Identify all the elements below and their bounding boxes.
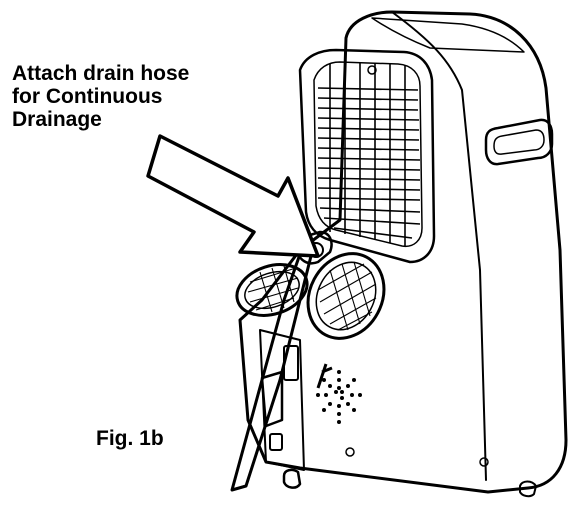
exhaust-port-left-inner <box>244 270 300 310</box>
screw-3 <box>345 447 355 457</box>
grille-frame <box>298 48 436 264</box>
lower-panel <box>259 329 305 471</box>
callout-text: Attach drain hose for Continuous Drainag… <box>12 62 302 131</box>
front-caster <box>519 480 537 498</box>
drain-hose <box>230 250 314 492</box>
top-panel-edge <box>391 11 487 481</box>
screw-1 <box>367 65 377 75</box>
exhaust-port-right <box>306 252 386 340</box>
callout-line-1: Attach drain hose <box>12 62 190 85</box>
dotted-symbol-mark <box>316 363 333 389</box>
grille-slats <box>317 63 421 246</box>
unit-body-outline <box>238 10 568 494</box>
callout-line-2: for Continuous <box>12 85 163 108</box>
top-vent <box>371 17 525 53</box>
port-crosshatch <box>247 261 377 331</box>
screw-2 <box>479 457 489 467</box>
cord-hook <box>260 370 284 428</box>
grille-inner <box>313 61 423 248</box>
callout-arrow <box>146 134 320 258</box>
power-connector <box>283 345 299 381</box>
side-handle-inner <box>493 129 545 155</box>
callout-line-3: Drainage <box>12 108 102 131</box>
side-handle <box>484 118 554 166</box>
figure-label: Fig. 1b <box>96 427 164 450</box>
dotted-symbol <box>316 370 362 424</box>
base-caster <box>282 468 302 489</box>
latch-clip <box>269 433 283 451</box>
